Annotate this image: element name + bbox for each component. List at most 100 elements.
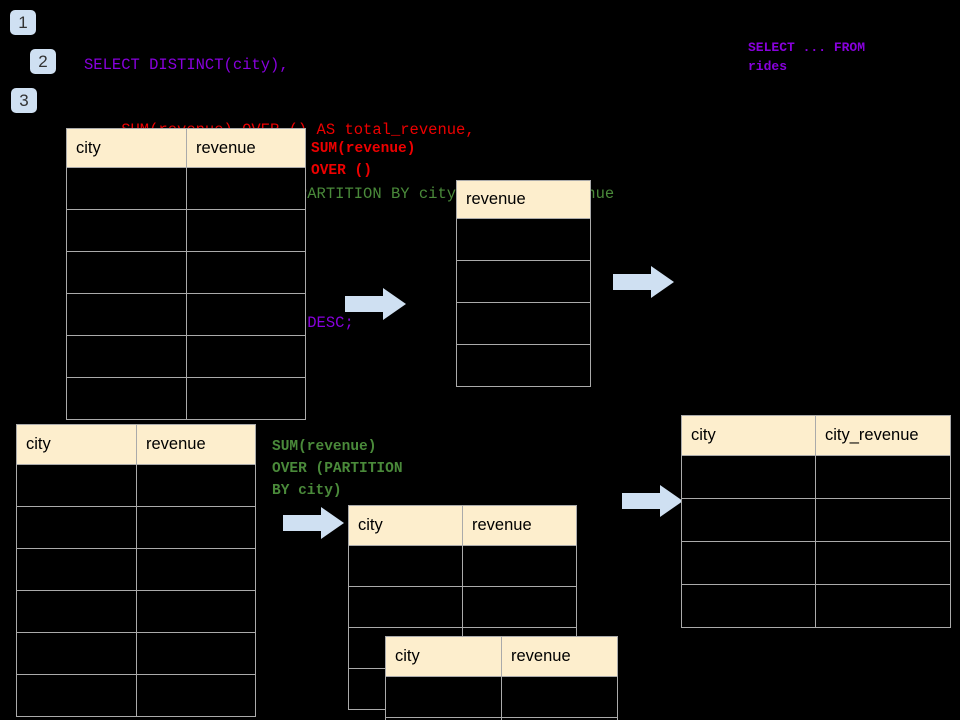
cell-city	[66, 251, 187, 294]
cell-revenue	[186, 377, 306, 420]
table-row	[66, 209, 306, 252]
partition-table-back: city revenue	[348, 505, 577, 710]
cell-city-revenue	[815, 455, 951, 499]
table-header-row: revenue	[456, 180, 591, 219]
total-revenue-table: revenue	[456, 180, 591, 387]
column-header-city: city	[348, 505, 463, 546]
cell-city	[16, 548, 137, 591]
arrow-source-to-partition	[283, 506, 345, 540]
table-row	[348, 545, 577, 587]
cell-city	[681, 584, 816, 628]
cell-revenue	[186, 167, 306, 210]
table-row	[66, 167, 306, 210]
arrow-right-icon	[622, 485, 683, 517]
table-row	[456, 302, 591, 345]
cell-revenue	[456, 344, 591, 387]
table-row	[456, 218, 591, 261]
table-row	[16, 590, 256, 633]
column-header-city: city	[385, 636, 502, 677]
city-revenue-result-table: city city_revenue	[681, 415, 951, 628]
cell-revenue	[136, 674, 256, 717]
column-header-city: city	[66, 128, 187, 168]
table-header-row: city revenue	[66, 128, 306, 168]
cell-revenue	[136, 464, 256, 507]
arrow-right-icon	[345, 288, 406, 320]
table-row	[66, 251, 306, 294]
cell-city	[681, 541, 816, 585]
cell-revenue	[456, 218, 591, 261]
table-row	[66, 377, 306, 420]
rides-source-table: city revenue	[66, 128, 306, 420]
table-row	[385, 717, 618, 720]
table-row	[16, 464, 256, 507]
table-row	[681, 584, 951, 628]
column-header-city: city	[681, 415, 816, 456]
annotation-sum-over-partition: SUM(revenue) OVER (PARTITION BY city)	[272, 439, 403, 499]
annotation-sum-over-empty: SUM(revenue) OVER ()	[311, 141, 416, 179]
cell-revenue	[136, 548, 256, 591]
cell-revenue	[186, 251, 306, 294]
table-row	[66, 335, 306, 378]
table-header-row: city revenue	[16, 424, 256, 465]
table-row	[681, 498, 951, 542]
cell-city	[66, 293, 187, 336]
column-header-revenue: revenue	[501, 636, 618, 677]
cell-city	[66, 335, 187, 378]
cell-revenue	[462, 586, 577, 628]
cell-revenue	[186, 293, 306, 336]
annotation-select-from: SELECT ... FROM rides	[748, 40, 866, 74]
table-row	[456, 260, 591, 303]
arrow-partition-to-result	[622, 484, 684, 518]
cell-city	[681, 455, 816, 499]
cell-city	[681, 498, 816, 542]
cell-city-revenue	[815, 541, 951, 585]
table-row	[16, 632, 256, 675]
cell-city	[16, 506, 137, 549]
cell-city-revenue	[815, 498, 951, 542]
arrow-right-icon	[613, 266, 674, 298]
table-row	[16, 548, 256, 591]
cell-revenue	[186, 209, 306, 252]
column-header-revenue: revenue	[456, 180, 591, 219]
cell-city	[66, 167, 187, 210]
cell-revenue	[456, 260, 591, 303]
column-header-revenue: revenue	[462, 505, 577, 546]
table-row	[385, 676, 618, 718]
cell-revenue	[136, 590, 256, 633]
table-header-row: city revenue	[348, 505, 577, 546]
partition-table-front: city revenue	[385, 636, 618, 720]
table-header-row: city city_revenue	[681, 415, 951, 456]
cell-revenue	[501, 717, 618, 720]
table-row	[681, 455, 951, 499]
column-header-revenue: revenue	[186, 128, 306, 168]
column-header-city-revenue: city_revenue	[815, 415, 951, 456]
table-row	[66, 293, 306, 336]
arrow-right-icon	[283, 507, 344, 539]
arrow-source-to-total	[345, 287, 407, 321]
cell-revenue	[186, 335, 306, 378]
arrow-total-to-result	[613, 265, 675, 299]
step-badge-2: 2	[30, 49, 56, 74]
cell-city-revenue	[815, 584, 951, 628]
step-badge-1: 1	[10, 10, 36, 35]
rides-source-table-bottom: city revenue	[16, 424, 256, 717]
cell-city	[16, 674, 137, 717]
table-row	[16, 506, 256, 549]
cell-revenue	[136, 506, 256, 549]
cell-city	[348, 545, 463, 587]
cell-city	[16, 590, 137, 633]
cell-city	[16, 464, 137, 507]
cell-revenue	[462, 545, 577, 587]
column-header-revenue: revenue	[136, 424, 256, 465]
cell-revenue	[136, 632, 256, 675]
cell-revenue	[456, 302, 591, 345]
step-badge-3: 3	[11, 88, 37, 113]
table-row	[348, 586, 577, 628]
table-row	[16, 674, 256, 717]
sql-line-1: SELECT DISTINCT(city),	[84, 56, 289, 74]
cell-city	[16, 632, 137, 675]
column-header-city: city	[16, 424, 137, 465]
table-row	[681, 541, 951, 585]
table-row	[456, 344, 591, 387]
